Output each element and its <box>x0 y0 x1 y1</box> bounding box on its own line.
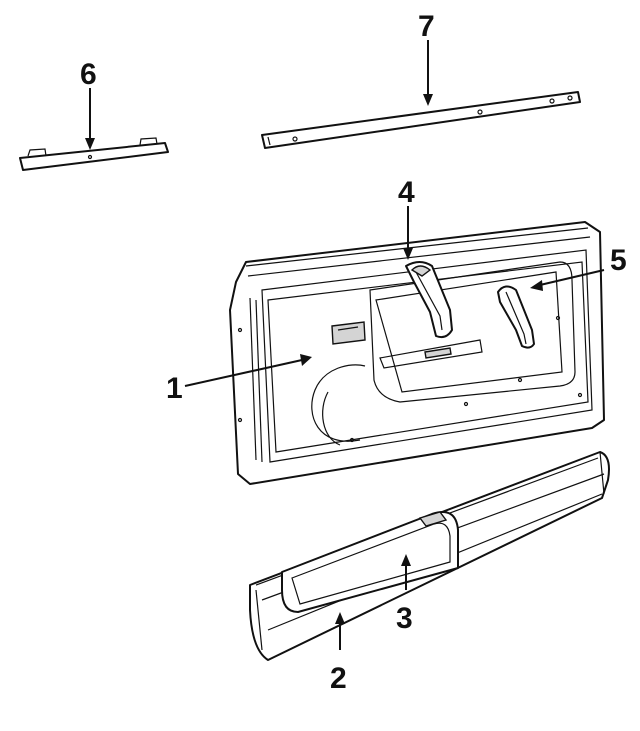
part-4-pull-handle <box>405 261 453 339</box>
callout-4: 4 <box>398 176 415 209</box>
callout-7: 7 <box>418 10 435 43</box>
callout-6: 6 <box>80 58 97 91</box>
callout-2: 2 <box>330 662 347 695</box>
part-7-strip <box>261 91 581 149</box>
callout-3: 3 <box>396 602 413 635</box>
leader-lines <box>85 40 605 650</box>
part-3-armrest <box>281 511 459 613</box>
part-6-strip <box>19 137 169 171</box>
callout-1: 1 <box>166 372 183 405</box>
part-5-grip-handle <box>497 285 535 349</box>
callout-5: 5 <box>610 244 627 277</box>
